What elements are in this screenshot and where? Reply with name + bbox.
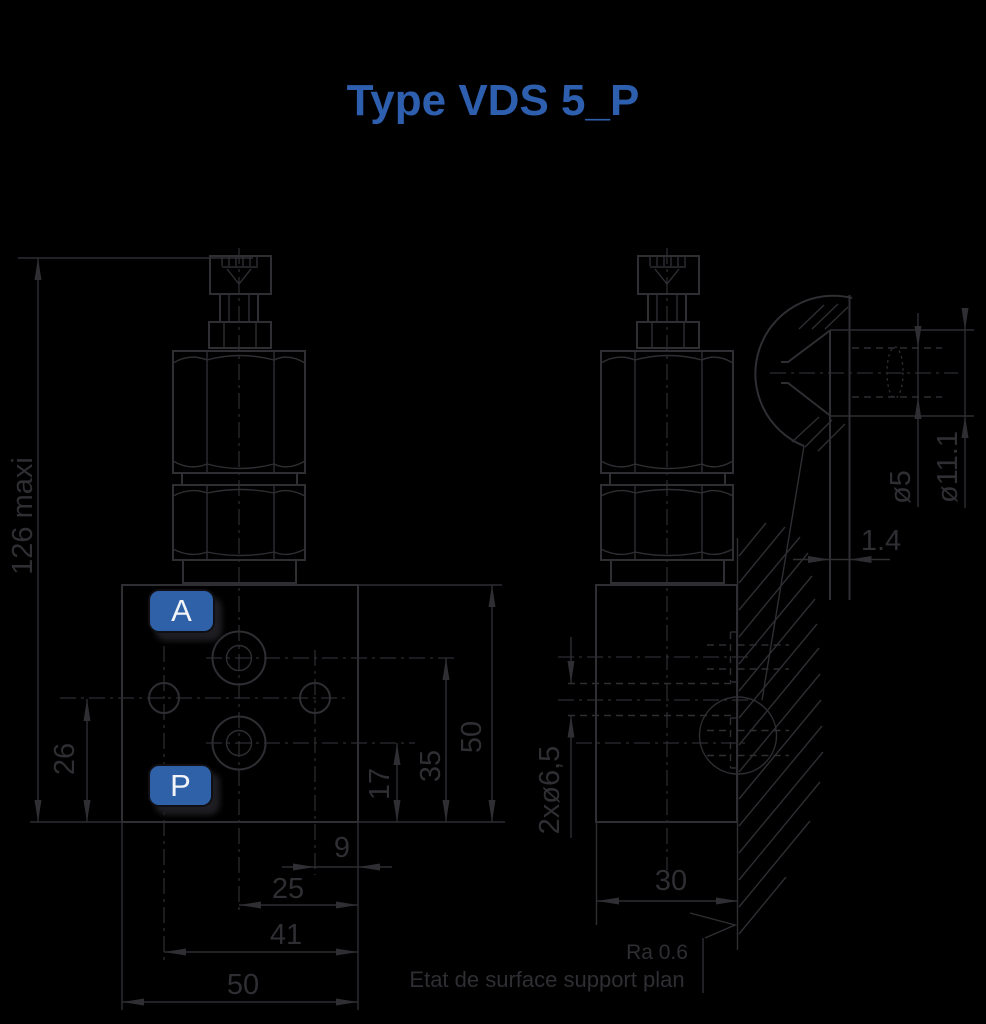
seat-cone-upper [781, 329, 831, 363]
detail-boundary-arc [754, 294, 853, 447]
dim-block-width-label: 50 [227, 969, 259, 1001]
front-centerlines [60, 248, 455, 960]
hidden-port-p [707, 717, 789, 769]
detail-counterbore-dimension [961, 308, 969, 508]
seat-cone-lower [781, 382, 831, 417]
side-centerlines [558, 248, 748, 870]
detail-hatching [791, 303, 849, 452]
dim-overall-height-label: 126 maxi [7, 457, 39, 575]
dim-counterbore-label: ø11.1 [932, 431, 964, 503]
hidden-mounting-holes [568, 682, 737, 717]
detail-view: ø5 ø11.1 1.4 [754, 294, 974, 600]
dim-block-depth-label: 30 [655, 865, 687, 897]
surface-finish-symbol [689, 912, 738, 939]
hidden-port-a [707, 631, 789, 683]
dim-port-offset-label: 25 [272, 873, 304, 905]
front-extension-lines [18, 257, 505, 1010]
dim-block-height-label: 50 [456, 721, 488, 753]
side-depth-dimension [597, 897, 738, 905]
mounting-block-front [121, 584, 359, 823]
detail-reference-circle [698, 696, 778, 775]
detail-leader-line [761, 445, 805, 701]
port-a-button[interactable]: A [148, 589, 215, 633]
detail-bore-dimension [914, 313, 922, 507]
side-view: 2xø6,5 30 [534, 248, 824, 950]
dim-mounting-holes-label: 2xø6,5 [534, 746, 566, 835]
surface-roughness-label: Ra 0.6 [626, 941, 688, 964]
detail-depth-dimension [793, 556, 890, 563]
surface-note-label: Etat de surface support plan [409, 967, 684, 992]
dim-port-bore-label: ø5 [885, 470, 917, 504]
dim-hole-offset-label: 26 [49, 743, 81, 775]
dim-port-a-height-label: 35 [415, 750, 447, 782]
front-view: 126 maxi 26 50 35 17 9 25 41 50 [7, 248, 505, 1010]
dim-edge-offset-label: 9 [334, 832, 350, 864]
side-holes-dimension [567, 637, 575, 838]
port-p-button[interactable]: P [148, 764, 213, 807]
dim-hole-span-label: 41 [270, 919, 302, 951]
page-title: Type VDS 5_P [346, 76, 640, 125]
surface-finish-note: Ra 0.6 Etat de surface support plan [409, 912, 738, 993]
bore-end-ellipse [886, 346, 904, 399]
dim-port-p-height-label: 17 [364, 768, 396, 800]
dim-counterbore-depth-label: 1.4 [861, 525, 901, 557]
front-dimension-lines [34, 258, 496, 1006]
